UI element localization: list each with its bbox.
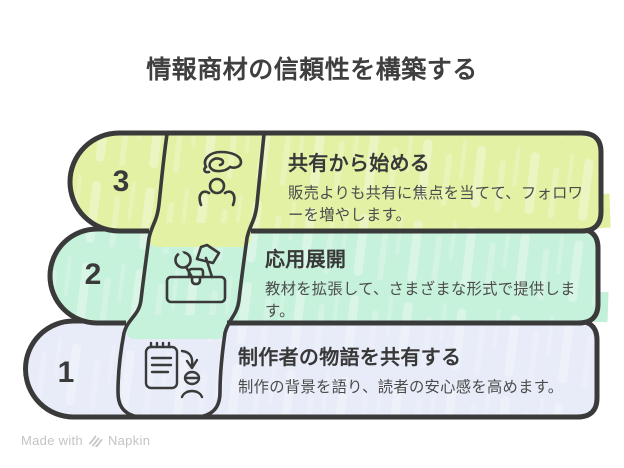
step-3-row: [70, 133, 601, 247]
brand-label: Napkin: [107, 433, 151, 448]
toolbox-icon: [165, 243, 227, 304]
step-2-row: [50, 229, 598, 339]
step-2-number: 2: [84, 258, 102, 291]
step-3-heading: 共有から始める: [288, 153, 431, 175]
step-3-description: 販売よりも共有に焦点を当てて、フォロワーを増やします。: [288, 185, 584, 224]
sharing-hand-icon: [198, 150, 243, 207]
napkin-logo-icon: [89, 435, 103, 447]
chain-separator-curves: [116, 132, 266, 419]
step-3-number: 3: [112, 165, 130, 198]
step-2-heading: 応用展開: [265, 249, 347, 271]
footer-credit: Made with Napkin: [21, 433, 150, 448]
step-2-capsule-extension: [126, 315, 227, 339]
page-title: 情報商材の信頼性を構築する: [146, 56, 478, 84]
step-3-capsule-extension: [149, 223, 251, 247]
step-1-description: 制作の背景を語り、読者の安心感を高めます。: [238, 379, 564, 396]
made-with-label: Made with: [21, 433, 83, 448]
step-2-description: 教材を拡張して、さまざまな形式で提供します。: [265, 281, 576, 320]
step-1-heading: 制作者の物語を共有する: [238, 347, 462, 369]
story-document-icon: [144, 341, 204, 399]
step-1-number: 1: [57, 356, 75, 389]
